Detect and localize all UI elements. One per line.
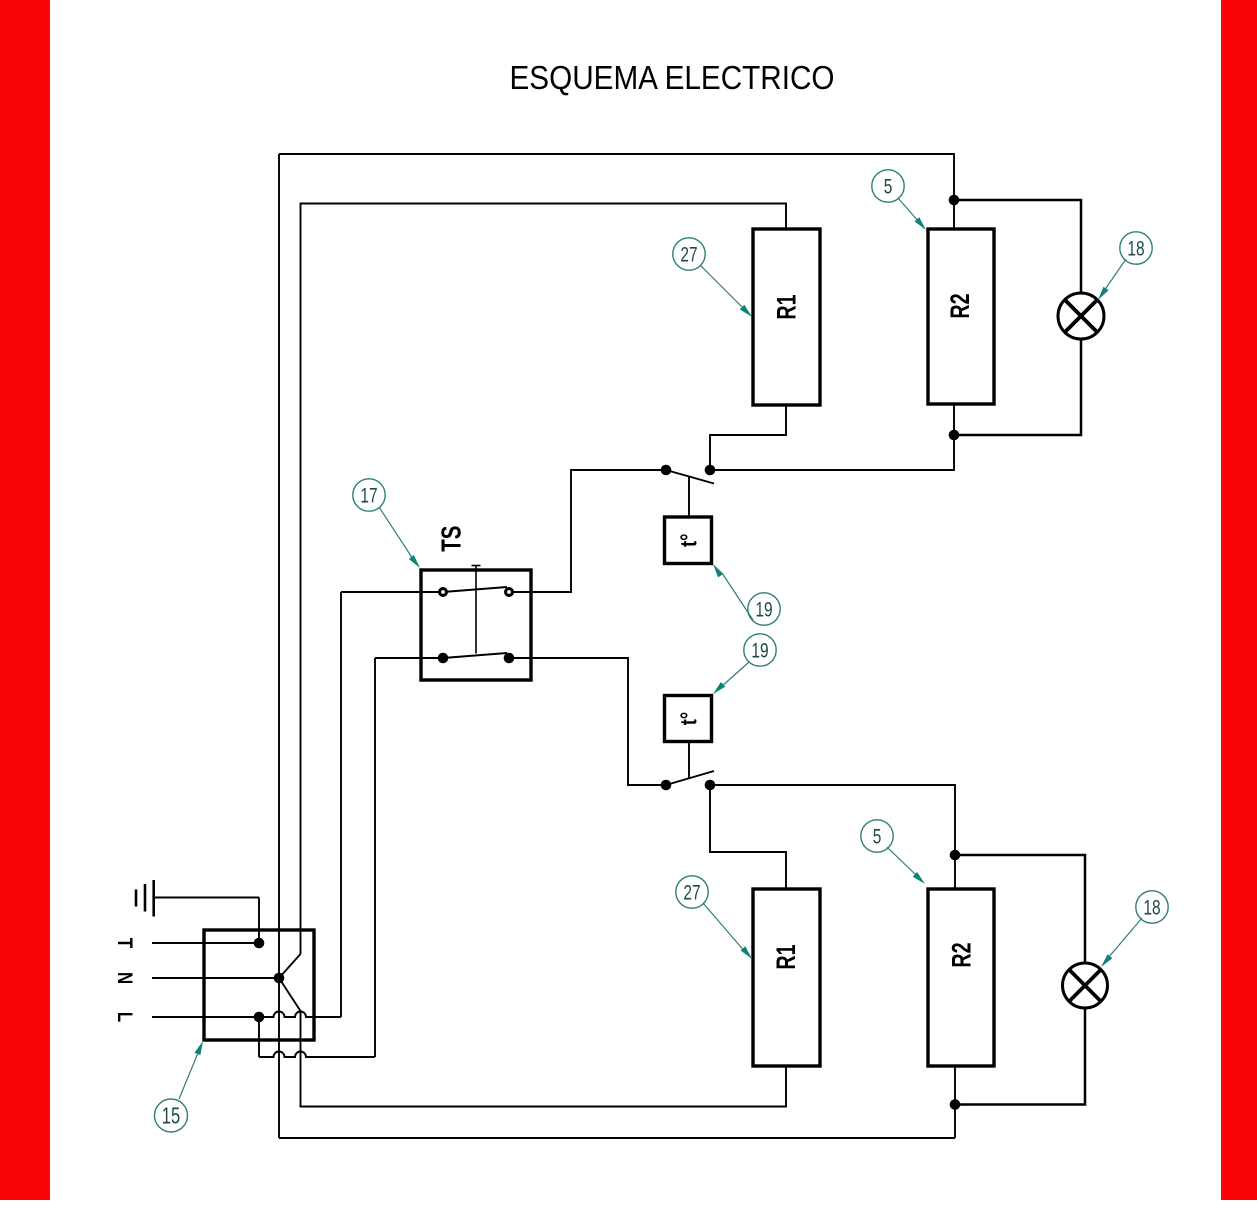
svg-text:5: 5 xyxy=(873,824,882,848)
svg-text:R1: R1 xyxy=(772,944,802,969)
svg-text:18: 18 xyxy=(1143,895,1160,919)
svg-text:TS: TS xyxy=(437,526,468,552)
svg-text:17: 17 xyxy=(360,483,377,507)
svg-text:15: 15 xyxy=(162,1104,180,1129)
svg-text:t°: t° xyxy=(677,534,702,547)
svg-text:5: 5 xyxy=(884,174,893,198)
svg-text:27: 27 xyxy=(683,880,700,904)
svg-text:ESQUEMA ELECTRICO: ESQUEMA ELECTRICO xyxy=(510,60,835,97)
svg-text:19: 19 xyxy=(755,597,772,621)
svg-text:N: N xyxy=(112,972,135,984)
svg-text:R1: R1 xyxy=(773,294,803,319)
svg-text:t°: t° xyxy=(677,712,702,725)
svg-text:18: 18 xyxy=(1127,236,1144,260)
svg-text:R2: R2 xyxy=(948,942,978,967)
svg-text:T: T xyxy=(112,938,135,949)
svg-text:R2: R2 xyxy=(946,293,976,318)
svg-text:L: L xyxy=(112,1012,135,1023)
svg-text:19: 19 xyxy=(751,638,768,662)
svg-text:27: 27 xyxy=(680,242,697,266)
